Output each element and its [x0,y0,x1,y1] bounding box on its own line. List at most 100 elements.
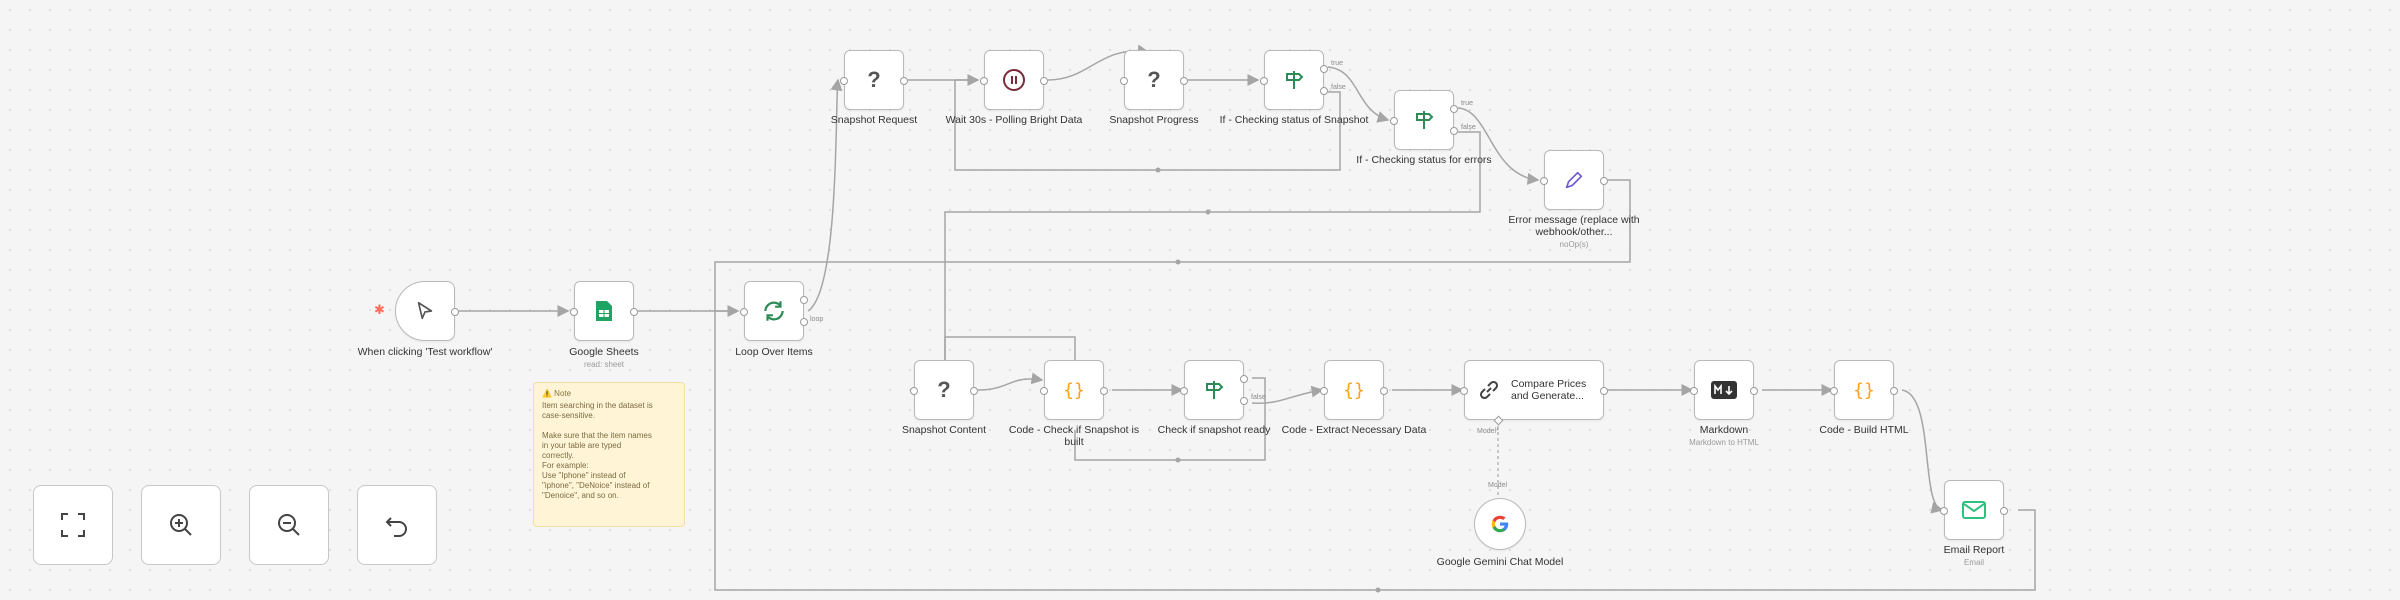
markdown-input-port[interactable] [1690,387,1698,395]
wait-input-port[interactable] [980,77,988,85]
zoom-out-icon [278,514,300,536]
if-errors-true-port[interactable] [1450,105,1458,113]
edge-loop-request [807,78,843,312]
zoom-out-button[interactable] [249,485,329,565]
compare-output-port[interactable] [1600,387,1608,395]
loop-label: Loop Over Items [735,346,813,358]
edge-check-extract [1251,385,1324,404]
email-sublabel: Email [1963,558,1984,567]
svg-text:{}: {} [1063,380,1085,401]
edge-if-false-loopback [954,79,1341,171]
zoom-in-button[interactable] [141,485,221,565]
note-title: ⚠️ Note [542,389,572,398]
sheets-input-port[interactable] [570,308,578,316]
node-email-report[interactable] [1940,480,2008,540]
if-status-input-port[interactable] [1260,77,1268,85]
sticky-note[interactable]: ⚠️ Note Item searching in the dataset is… [533,382,685,527]
if-status-false-port[interactable] [1320,87,1328,95]
node-compare-prices[interactable]: Compare Prices and Generate... [1460,360,1608,426]
code-check-input-port[interactable] [1040,387,1048,395]
error-input-port[interactable] [1540,177,1548,185]
check-ready-label: Check if snapshot ready [1157,424,1271,436]
progress-output-port[interactable] [1180,77,1188,85]
node-code-build-html[interactable]: {} [1830,360,1898,420]
signpost-icon [1286,71,1304,89]
cursor-icon [417,301,433,320]
node-markdown[interactable] [1690,360,1758,420]
markdown-output-port[interactable] [1750,387,1758,395]
question-icon: ? [867,67,881,92]
compare-input-port[interactable] [1460,387,1468,395]
edge-iferrors-error [1457,107,1540,185]
node-if-status[interactable] [1260,50,1328,110]
build-html-output-port[interactable] [1890,387,1898,395]
node-if-errors[interactable] [1390,90,1458,150]
reset-zoom-button[interactable] [357,485,437,565]
wait-output-port[interactable] [1040,77,1048,85]
node-error-message[interactable] [1540,150,1608,210]
if-errors-input-port[interactable] [1390,117,1398,125]
node-snapshot-request[interactable]: ? [840,50,908,110]
note-line [542,421,676,431]
edge-if-iferrors [1327,66,1390,123]
markdown-icon [1711,381,1737,399]
check-ready-true-port[interactable] [1240,375,1248,383]
node-snapshot-progress[interactable]: ? [1120,50,1188,110]
request-input-port[interactable] [840,77,848,85]
sheets-label: Google Sheets [569,346,639,358]
check-ready-input-port[interactable] [1180,387,1188,395]
node-code-extract[interactable]: {} [1320,360,1388,420]
sheets-output-port[interactable] [630,308,638,316]
edge-error-return [714,179,2036,591]
node-wait[interactable] [980,50,1048,110]
braces-icon: {} [1853,380,1875,401]
extract-input-port[interactable] [1320,387,1328,395]
note-line: case-sensitive. [542,411,595,420]
loop-input-port[interactable] [740,308,748,316]
wait-label: Wait 30s - Polling Bright Data [945,114,1083,126]
if-status-false-label: false [1331,84,1346,91]
if-errors-false-port[interactable] [1450,127,1458,135]
snapshot-request-label: Snapshot Request [830,114,918,126]
error-message-sublabel: noOp(s) [1559,240,1589,249]
braces-icon: {} [1063,380,1085,401]
node-loop-over-items[interactable] [740,281,808,341]
fit-view-icon [61,513,85,537]
loop-done-port[interactable] [800,296,808,304]
extract-output-port[interactable] [1380,387,1388,395]
build-html-input-port[interactable] [1830,387,1838,395]
email-output-port[interactable] [2000,507,2008,515]
node-check-ready[interactable] [1180,360,1248,420]
request-output-port[interactable] [900,77,908,85]
if-errors-true-label: true [1461,100,1474,107]
pause-icon [1003,69,1025,91]
note-line: Item searching in the dataset is [542,401,653,410]
google-icon [1491,515,1509,533]
content-output-port[interactable] [970,387,978,395]
progress-input-port[interactable] [1120,77,1128,85]
signpost-icon [1206,381,1224,399]
node-trigger[interactable] [395,281,459,341]
trigger-output-port[interactable] [451,308,459,316]
svg-text:{}: {} [1853,380,1875,401]
note-line: Use "Iphone" instead of [542,471,626,480]
check-ready-false-port[interactable] [1240,397,1248,405]
loop-loop-port[interactable] [800,318,808,326]
node-google-sheets[interactable] [570,281,638,341]
if-status-true-port[interactable] [1320,65,1328,73]
if-status-label: If - Checking status of Snapshot [1219,114,1369,126]
edge-check-false-back [1074,377,1266,461]
zoom-in-icon [170,514,192,536]
fit-view-button[interactable] [33,485,113,565]
node-code-check[interactable]: {} [1040,360,1108,420]
email-input-port[interactable] [1940,507,1948,515]
question-icon: ? [1147,67,1161,92]
if-errors-false-label: false [1461,124,1476,131]
node-snapshot-content[interactable]: ? [910,360,978,420]
code-check-output-port[interactable] [1100,387,1108,395]
error-output-port[interactable] [1600,177,1608,185]
node-gemini-model[interactable] [1474,498,1526,550]
sheets-icon [596,301,612,321]
content-input-port[interactable] [910,387,918,395]
